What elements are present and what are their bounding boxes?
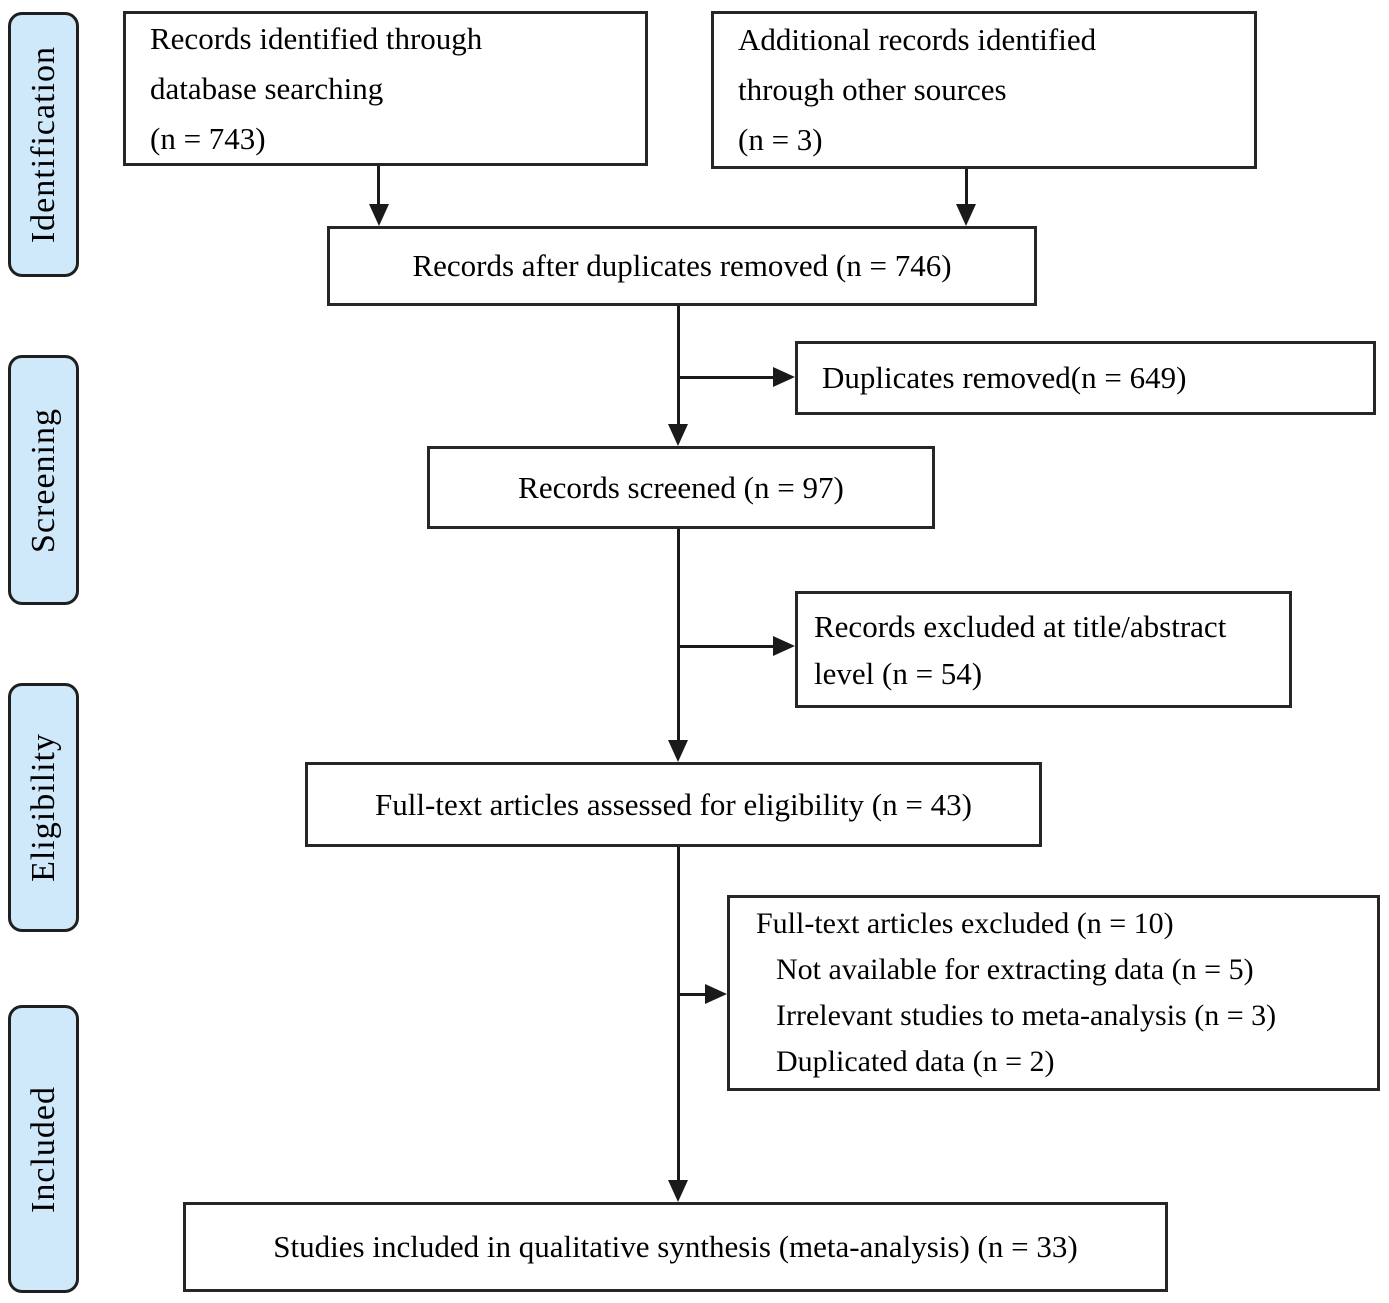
arrow-assessed-to-included-line — [677, 847, 680, 1180]
box-fulltext-assessed: Full-text articles assessed for eligibil… — [305, 762, 1042, 847]
box-records-screened-text: Records screened (n = 97) — [518, 469, 844, 505]
fulltext-excluded-line-not-available: Not available for extracting data (n = 5… — [776, 953, 1254, 986]
box-fulltext-excluded-text: Full-text articles excluded (n = 10) Not… — [730, 901, 1276, 1085]
arrow-branch-duplicates-removed-head-icon — [773, 367, 795, 387]
box-records-screened: Records screened (n = 97) — [427, 446, 935, 529]
fulltext-excluded-line-duplicated: Duplicated data (n = 2) — [776, 1045, 1055, 1078]
arrow-branch-duplicates-removed-line — [677, 376, 773, 379]
fulltext-excluded-line-irrelevant: Irrelevant studies to meta-analysis (n =… — [776, 999, 1277, 1032]
stage-identification: Identification — [8, 12, 79, 277]
stage-eligibility: Eligibility — [8, 683, 79, 932]
box-duplicates-removed-text: Duplicates removed(n = 649) — [822, 360, 1187, 395]
arrow-identified-to-merged-line — [377, 166, 380, 206]
box-studies-included: Studies included in qualitative synthesi… — [183, 1202, 1168, 1292]
arrow-additional-to-merged-line — [965, 169, 968, 206]
arrow-merged-to-screened-head-icon — [668, 424, 688, 446]
arrow-screened-to-assessed-line — [677, 529, 680, 740]
stage-screening: Screening — [8, 355, 79, 605]
box-fulltext-excluded: Full-text articles excluded (n = 10) Not… — [727, 895, 1380, 1091]
stage-label-eligibility: Eligibility — [24, 733, 62, 882]
stage-label-included: Included — [24, 1085, 62, 1213]
arrow-branch-records-excluded-line — [677, 645, 773, 648]
box-records-excluded: Records excluded at title/abstract level… — [795, 591, 1292, 708]
arrow-screened-to-assessed-head-icon — [668, 740, 688, 762]
box-fulltext-assessed-text: Full-text articles assessed for eligibil… — [375, 786, 972, 822]
stage-included: Included — [8, 1005, 79, 1293]
arrow-merged-to-screened-line — [677, 306, 680, 424]
stage-label-screening: Screening — [24, 407, 62, 553]
box-records-excluded-text: Records excluded at title/abstract level… — [814, 608, 1227, 691]
box-studies-included-text: Studies included in qualitative synthesi… — [273, 1229, 1078, 1264]
stage-label-identification: Identification — [24, 45, 62, 244]
fulltext-excluded-line-total: Full-text articles excluded (n = 10) — [756, 907, 1174, 940]
arrow-identified-to-merged-head-icon — [369, 204, 389, 226]
box-additional-records-text: Additional records identified through ot… — [738, 22, 1097, 157]
box-records-identified-text: Records identified through database sear… — [150, 20, 483, 156]
box-after-duplicates-text: Records after duplicates removed (n = 74… — [412, 248, 952, 283]
box-after-duplicates: Records after duplicates removed (n = 74… — [327, 226, 1037, 306]
arrow-branch-fulltext-excluded-head-icon — [705, 984, 727, 1004]
arrow-branch-fulltext-excluded-line — [677, 993, 705, 996]
box-duplicates-removed: Duplicates removed(n = 649) — [795, 341, 1376, 415]
box-additional-records: Additional records identified through ot… — [711, 11, 1257, 169]
arrow-branch-records-excluded-head-icon — [773, 636, 795, 656]
arrow-additional-to-merged-head-icon — [956, 204, 976, 226]
arrow-assessed-to-included-head-icon — [668, 1180, 688, 1202]
box-records-identified: Records identified through database sear… — [123, 11, 648, 166]
